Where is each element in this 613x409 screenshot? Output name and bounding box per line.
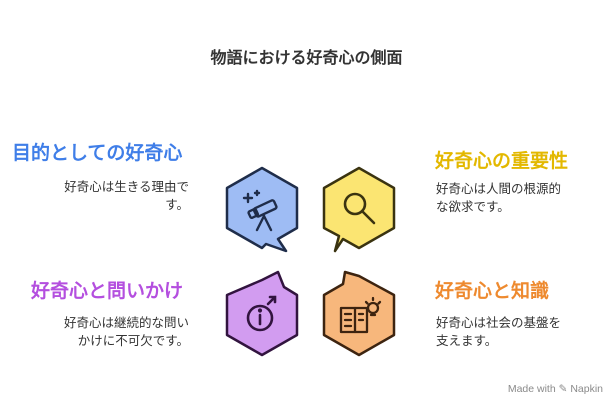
hex-purpose [225, 166, 299, 253]
telescope-icon [242, 189, 278, 232]
hex-importance [322, 166, 396, 253]
heading-knowledge: 好奇心と知識 [435, 280, 550, 302]
diagram-title: 物語における好奇心の側面 [210, 48, 403, 67]
hex-questioning [225, 270, 299, 357]
info-icon [246, 295, 277, 332]
heading-purpose: 目的としての好奇心 [12, 142, 183, 164]
desc-purpose: 好奇心は生きる理由で す。 [64, 179, 189, 212]
magnifier-icon [343, 192, 376, 225]
hex-knowledge [322, 270, 396, 357]
napkin-watermark: Made with ✎ Napkin [507, 383, 603, 395]
desc-questioning: 好奇心は継続的な問い かけに不可欠です。 [63, 315, 189, 348]
heading-importance: 好奇心の重要性 [435, 150, 569, 172]
book-idea-icon [339, 296, 382, 334]
heading-questioning: 好奇心と問いかけ [31, 280, 184, 302]
desc-importance: 好奇心は人間の根源的 な欲求です。 [436, 181, 562, 214]
desc-knowledge: 好奇心は社会の基盤を 支えます。 [436, 315, 562, 348]
